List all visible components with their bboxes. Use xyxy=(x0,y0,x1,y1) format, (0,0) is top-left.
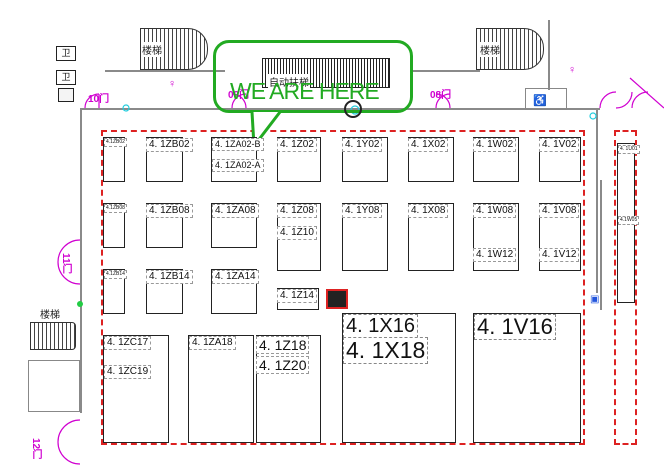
service-room xyxy=(525,88,567,110)
upper-wall-left xyxy=(105,70,225,72)
booth-label: 4. 1V12 xyxy=(539,248,580,262)
wheelchair-icon: ♿ xyxy=(533,95,547,107)
booth-label: 4. 1Z10 xyxy=(277,226,317,240)
west-wall xyxy=(80,108,82,413)
door-11-label: 11门 xyxy=(60,253,71,274)
booth-label: 4. 1X16 xyxy=(343,314,418,338)
booth-label: 4. 1ZC19 xyxy=(104,365,152,379)
booth-label: 4. 1W02 xyxy=(473,138,517,152)
booth-label: 4. 1ZA02-B xyxy=(212,138,264,151)
booth-label: 4. 1ZB02 xyxy=(146,138,193,152)
booth-label: 4. 1Z18 xyxy=(256,336,310,354)
toilet-icon: 卫 xyxy=(56,46,76,61)
you-are-here-text: WE ARE HERE xyxy=(230,78,380,104)
location-marker-icon xyxy=(344,100,362,118)
booth-label: 4.1W05 xyxy=(618,216,640,225)
booth-label: 4. 1V02 xyxy=(539,138,580,152)
booth-label: 4. 1ZC17 xyxy=(104,336,152,350)
hall-zone-border xyxy=(101,130,585,445)
booth-label: 4. 1X08 xyxy=(408,204,449,218)
booth-label: 4. 1X02 xyxy=(408,138,449,152)
stair-hall-left xyxy=(28,360,80,412)
upper-wall-right xyxy=(410,70,480,72)
booth-label: 4. 1ZA18 xyxy=(189,336,236,350)
booth-label: 4.1ZB14 xyxy=(104,270,127,279)
stairs-label: 楼梯 xyxy=(142,42,162,57)
booth-label: 4. 1X18 xyxy=(343,337,429,364)
booth-4-1zb08-small[interactable] xyxy=(103,203,125,248)
person-icon: ♀ xyxy=(168,78,177,90)
booth-label: 4. 1ZA08 xyxy=(212,204,259,218)
booth-label: 4. 1W08 xyxy=(473,204,517,218)
booth-label: 4. 1V08 xyxy=(539,204,580,218)
you-are-here-callout xyxy=(213,40,413,113)
booth-label: 4. 1Y08 xyxy=(342,204,383,218)
booth-label: 4. 1Z20 xyxy=(256,356,310,374)
booth-label: 4. 1Z08 xyxy=(277,204,317,218)
booth-label: 4. 1Y02 xyxy=(342,138,383,152)
booth-label: 4. 1U01 xyxy=(618,145,640,154)
booth-4-1zb14-small[interactable] xyxy=(103,269,125,314)
fire-hydrant-icon xyxy=(326,289,348,309)
booth-label: 4. 1V16 xyxy=(474,314,556,340)
booth-label: 4. 1Z02 xyxy=(277,138,317,152)
booth-4-1zc17[interactable] xyxy=(103,335,169,443)
north-wall xyxy=(80,108,600,110)
info-icon: ▣ xyxy=(590,294,600,305)
east-wall xyxy=(596,108,598,293)
booth-label: 4. 1Z14 xyxy=(277,289,317,303)
upper-right-block xyxy=(548,20,550,90)
east-zone-border xyxy=(614,130,637,445)
door-08-label: 08门 xyxy=(430,90,452,101)
booth-label: 4. 1ZA14 xyxy=(212,270,259,284)
stairs-label: 楼梯 xyxy=(480,42,500,57)
booth-label: 4. 1ZA02-A xyxy=(212,159,264,172)
booth-label: 4.1ZB08 xyxy=(104,204,127,213)
stairs-label: 楼梯 xyxy=(40,310,60,321)
person-icon: ♀ xyxy=(568,64,577,76)
booth-4-1za18[interactable] xyxy=(188,335,254,443)
toilet-icon: 卫 xyxy=(56,70,76,85)
east-wall-lower xyxy=(600,180,602,310)
escalator-label: 自动扶梯 xyxy=(268,74,310,89)
booth-label: 4. 1ZB14 xyxy=(146,270,193,284)
lift-icon xyxy=(58,88,74,102)
booth-label: 4. 1ZB08 xyxy=(146,204,193,218)
door-12-label: 12门 xyxy=(30,438,41,460)
booth-label: 4. 1W12 xyxy=(473,248,517,262)
booth-label: 4.1ZB02 xyxy=(104,138,127,147)
stairs-west xyxy=(30,322,76,350)
booth-4-1zb02-small[interactable] xyxy=(103,137,125,182)
